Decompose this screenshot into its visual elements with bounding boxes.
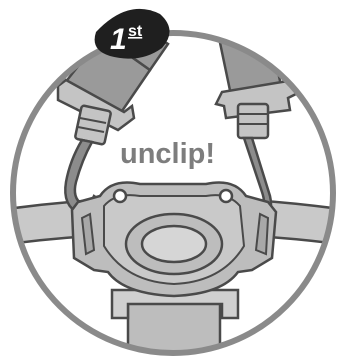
- instruction-text: unclip!: [120, 138, 215, 170]
- badge-number: 1: [110, 23, 127, 56]
- harness-chest-buckle: [72, 183, 276, 297]
- badge-suffix: st: [128, 23, 143, 40]
